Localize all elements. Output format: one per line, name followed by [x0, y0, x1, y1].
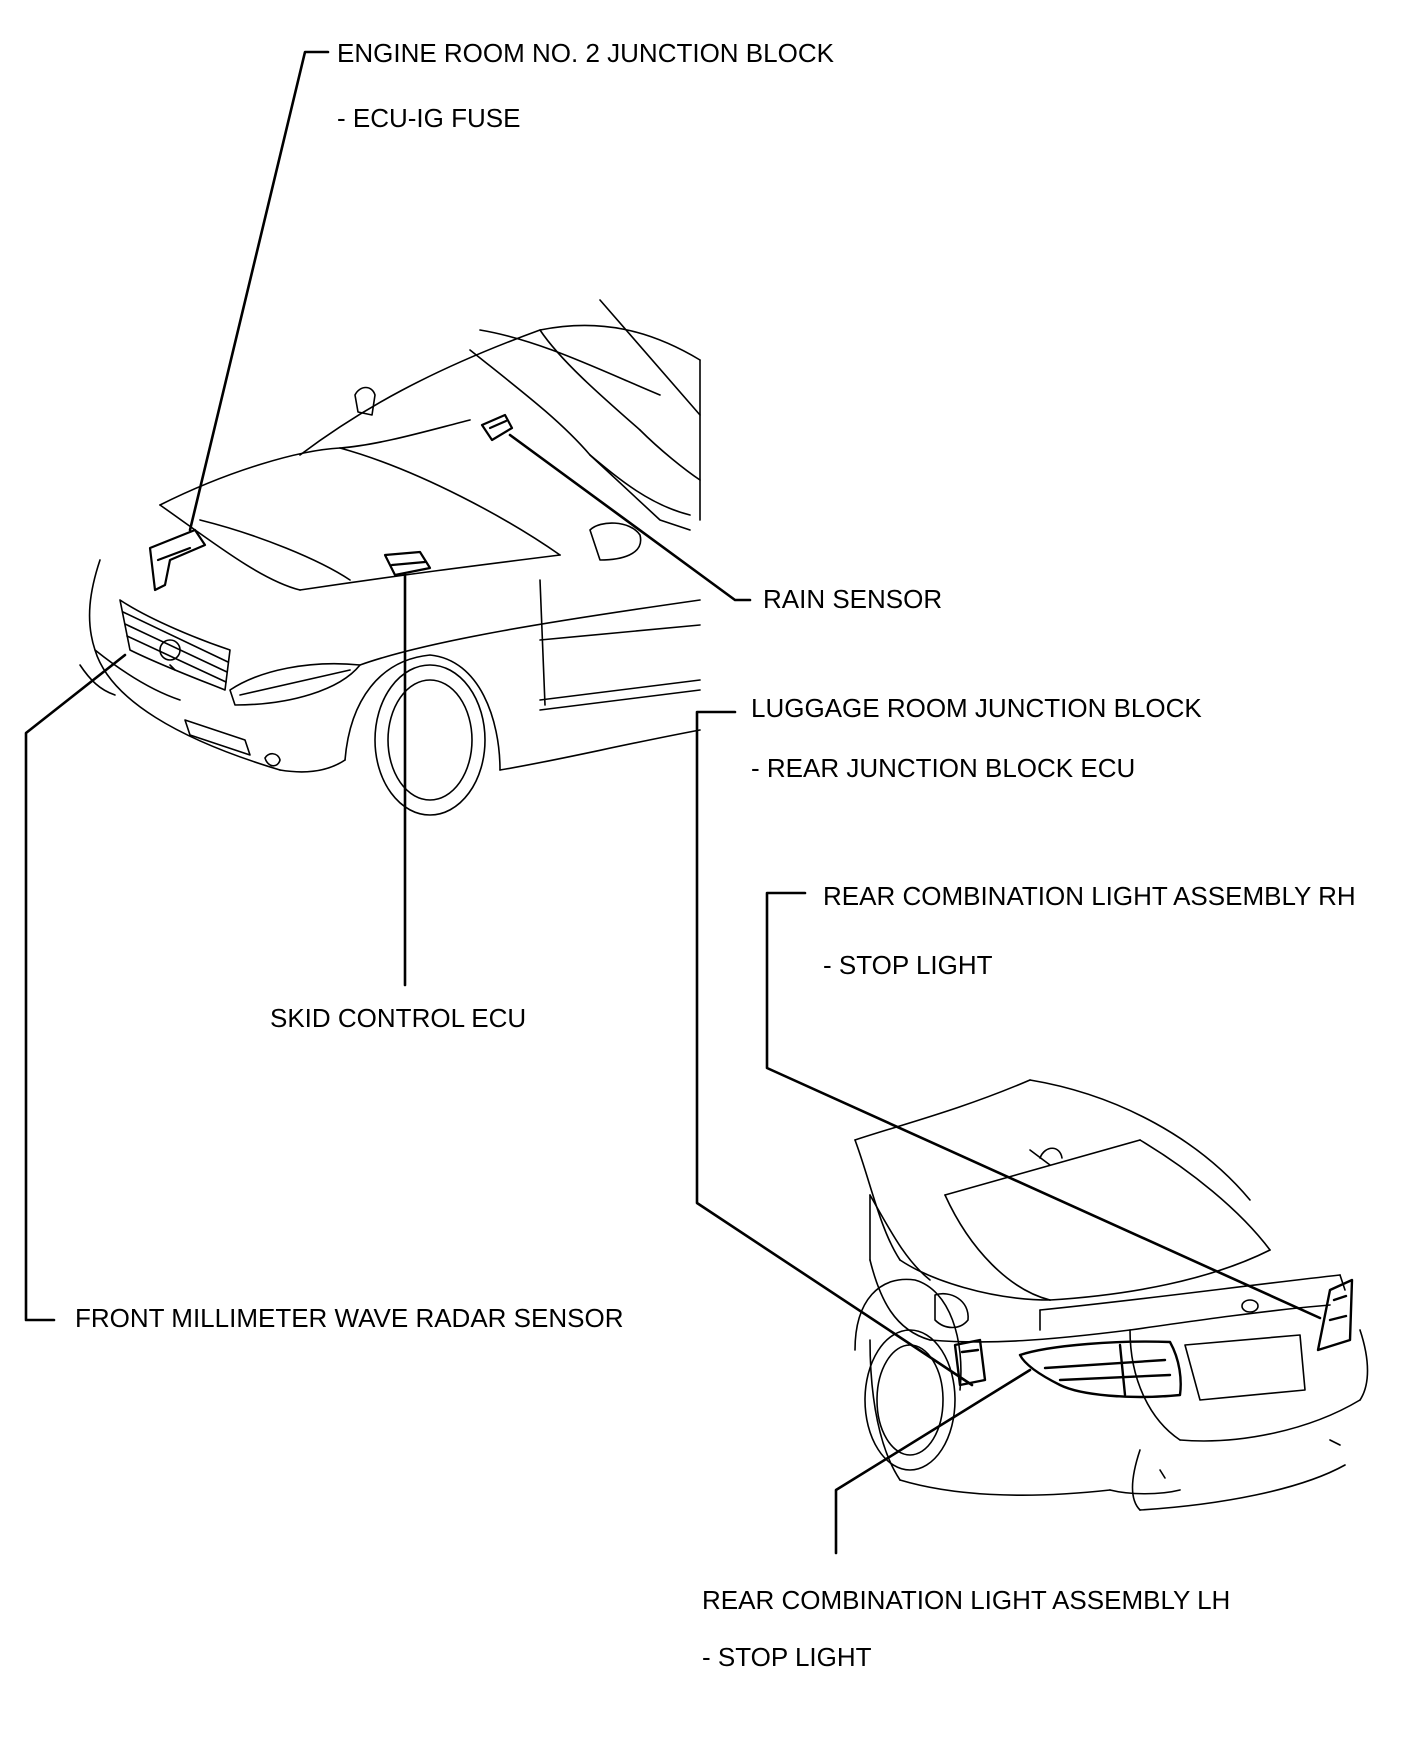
label-front-millimeter-wave-radar-sensor: FRONT MILLIMETER WAVE RADAR SENSOR: [75, 1303, 624, 1333]
front-car-illustration: [79, 299, 701, 816]
label-luggage-room-junction-block: LUGGAGE ROOM JUNCTION BLOCK: [751, 693, 1202, 723]
engine-room-junction-block-part: [148, 528, 207, 592]
leader-luggage-room-block: [695, 710, 974, 1387]
label-stop-light-rh: - STOP LIGHT: [823, 950, 993, 980]
luggage-room-junction-block-part: [953, 1338, 987, 1387]
rain-sensor-part: [480, 413, 514, 442]
skid-control-ecu-part: [383, 550, 432, 577]
label-rear-combination-light-rh: REAR COMBINATION LIGHT ASSEMBLY RH: [823, 881, 1356, 911]
leader-front-radar: [24, 653, 127, 1322]
leader-rear-light-lh: [834, 1368, 1032, 1555]
leader-lines: [24, 50, 1322, 1555]
label-rear-combination-light-lh: REAR COMBINATION LIGHT ASSEMBLY LH: [702, 1585, 1231, 1615]
label-engine-room-junction-block: ENGINE ROOM NO. 2 JUNCTION BLOCK: [337, 38, 834, 68]
leader-rain-sensor: [508, 433, 752, 602]
rear-car-illustration: [854, 1079, 1369, 1511]
label-skid-control-ecu: SKID CONTROL ECU: [270, 1003, 527, 1033]
leader-engine-room-block: [188, 50, 330, 532]
label-rear-junction-block-ecu: - REAR JUNCTION BLOCK ECU: [751, 753, 1136, 783]
rear-light-lh-part: [1018, 1340, 1182, 1399]
label-stop-light-lh: - STOP LIGHT: [702, 1642, 872, 1672]
label-ecu-ig-fuse: - ECU-IG FUSE: [337, 103, 521, 133]
leader-rear-light-rh: [765, 891, 1322, 1320]
rear-light-rh-part: [1316, 1278, 1354, 1352]
label-rain-sensor: RAIN SENSOR: [763, 584, 943, 614]
